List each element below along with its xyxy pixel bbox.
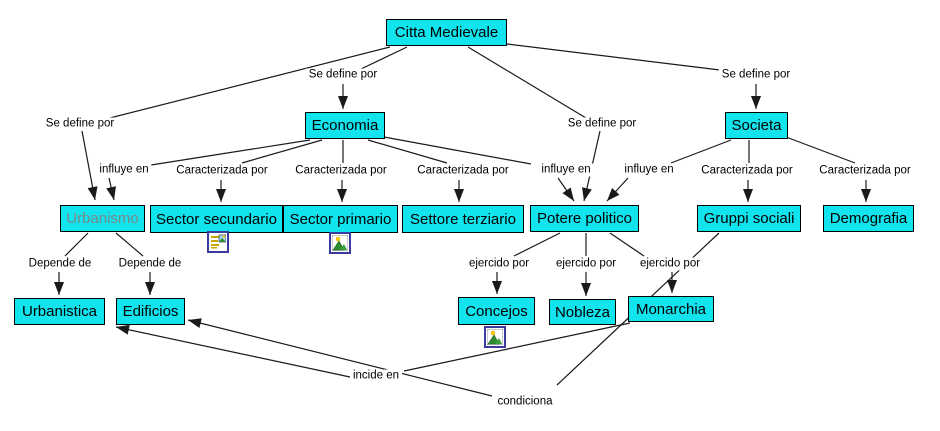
- arrowhead: [581, 283, 591, 296]
- concept-node-societa[interactable]: Societa: [725, 112, 788, 139]
- linking-phrase-influye-en-3[interactable]: influye en: [621, 163, 677, 177]
- concept-node-settore-terziario[interactable]: Settore terziario: [402, 205, 524, 233]
- arrowhead: [454, 189, 464, 202]
- concept-node-economia[interactable]: Economia: [305, 112, 385, 139]
- linking-phrase-se-define-por-2[interactable]: Se define por: [305, 68, 381, 82]
- linking-phrase-incide-en[interactable]: incide en: [349, 369, 403, 383]
- arrowhead: [116, 324, 130, 335]
- connector-line: [609, 232, 645, 257]
- linking-phrase-se-define-por-1[interactable]: Se define por: [42, 117, 118, 131]
- arrowhead: [337, 189, 347, 202]
- concept-node-urbanistica[interactable]: Urbanistica: [14, 298, 105, 325]
- linking-phrase-caracterizada-4[interactable]: Caracterizada por: [698, 164, 796, 178]
- connector-line: [403, 322, 631, 372]
- connector-line: [115, 232, 144, 257]
- arrowhead: [492, 281, 502, 294]
- document-resource-icon[interactable]: [207, 231, 229, 253]
- concept-node-citta-medievale[interactable]: Citta Medievale: [386, 19, 507, 46]
- connector-line: [187, 319, 493, 397]
- arrowhead: [54, 282, 64, 295]
- linking-phrase-depende-de-2[interactable]: Depende de: [115, 257, 185, 271]
- concept-node-gruppi-sociali[interactable]: Gruppi sociali: [697, 205, 801, 232]
- concept-node-nobleza[interactable]: Nobleza: [549, 299, 616, 325]
- concept-node-potere-politico[interactable]: Potere politico: [530, 205, 639, 232]
- linking-phrase-caracterizada-5[interactable]: Caracterizada por: [816, 164, 914, 178]
- arrowhead: [145, 282, 155, 295]
- concept-node-urbanismo[interactable]: Urbanismo: [60, 205, 145, 232]
- image-resource-icon[interactable]: [329, 232, 351, 254]
- arrowhead: [582, 187, 592, 201]
- arrowhead: [861, 189, 871, 202]
- connector-line: [383, 136, 532, 165]
- linking-phrase-condiciona[interactable]: condiciona: [494, 395, 556, 409]
- linking-phrase-ejercido-por-3[interactable]: ejercido por: [636, 257, 704, 271]
- connector-line: [150, 139, 311, 166]
- arrowhead: [607, 188, 620, 201]
- linking-phrase-ejercido-por-2[interactable]: ejercido por: [552, 257, 620, 271]
- concept-node-sector-primario[interactable]: Sector primario: [283, 205, 398, 233]
- concept-node-demografia[interactable]: Demografia: [823, 205, 914, 232]
- linking-phrase-caracterizada-3[interactable]: Caracterizada por: [414, 164, 512, 178]
- linking-phrase-se-define-por-3[interactable]: Se define por: [564, 117, 640, 131]
- arrowhead: [106, 186, 116, 200]
- arrowhead: [87, 186, 98, 200]
- concept-node-edificios[interactable]: Edificios: [116, 298, 185, 325]
- concept-node-concejos[interactable]: Concejos: [458, 297, 535, 325]
- arrowhead: [216, 189, 226, 202]
- connector-line: [115, 326, 351, 378]
- concept-node-monarchia[interactable]: Monarchia: [628, 296, 714, 322]
- image-resource-icon[interactable]: [484, 326, 506, 348]
- connector-line: [785, 136, 856, 164]
- arrowhead: [188, 318, 202, 329]
- arrowhead: [562, 187, 574, 201]
- connector-line: [64, 232, 89, 257]
- arrowhead: [667, 280, 677, 293]
- linking-phrase-influye-en-1[interactable]: influye en: [96, 163, 152, 177]
- concept-node-sector-secundario[interactable]: Sector secundario: [150, 205, 283, 233]
- connector-line: [670, 139, 732, 164]
- connector-line: [367, 139, 448, 164]
- linking-phrase-caracterizada-2[interactable]: Caracterizada por: [292, 164, 390, 178]
- connector-line: [467, 46, 587, 119]
- linking-phrase-influye-en-2[interactable]: influye en: [538, 163, 594, 177]
- linking-phrase-depende-de-1[interactable]: Depende de: [25, 257, 95, 271]
- connector-line: [97, 46, 391, 122]
- linking-phrase-ejercido-por-1[interactable]: ejercido por: [465, 257, 533, 271]
- arrowhead: [338, 96, 348, 109]
- arrowhead: [751, 96, 761, 109]
- linking-phrase-se-define-por-4[interactable]: Se define por: [718, 68, 794, 82]
- arrowhead: [743, 189, 753, 202]
- connector-line: [506, 43, 721, 71]
- connector-line: [513, 232, 561, 257]
- connector-line: [360, 46, 408, 70]
- linking-phrase-caracterizada-1[interactable]: Caracterizada por: [173, 164, 271, 178]
- connector-line: [241, 139, 323, 164]
